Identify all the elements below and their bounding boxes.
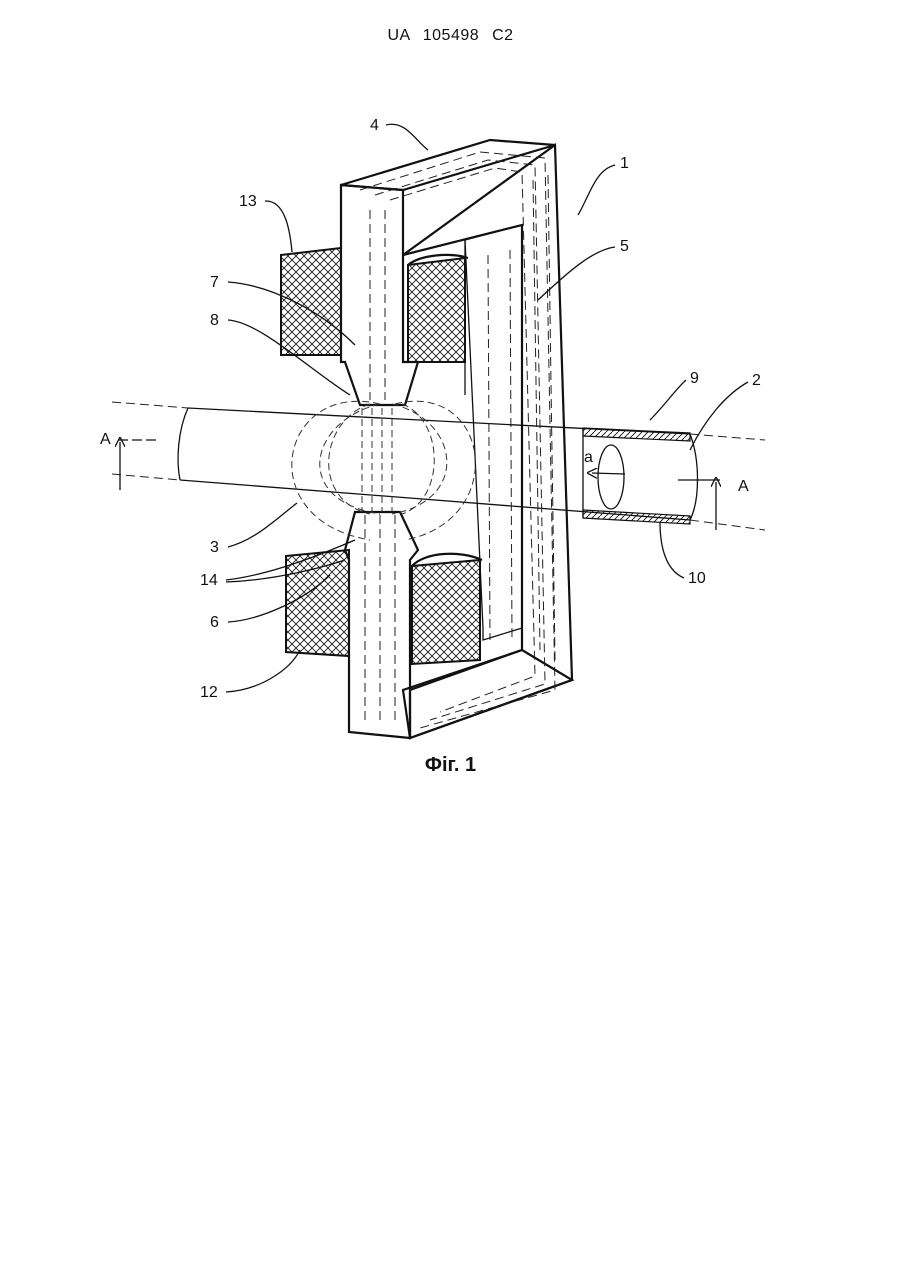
label-3: 3 [210,539,219,556]
section-marker-left: A [100,431,160,490]
label-10: 10 [688,570,706,587]
label-1: 1 [620,155,629,172]
section-a-left-label: A [100,431,111,448]
figure-caption: Фіг. 1 [0,754,901,777]
label-2: 2 [752,372,761,389]
section-a-right-label: A [738,478,749,495]
label-7: 7 [210,274,219,291]
label-4: 4 [370,117,379,134]
label-14: 14 [200,572,218,589]
label-9: 9 [690,370,699,387]
label-8: 8 [210,312,219,329]
label-12: 12 [200,684,218,701]
label-5: 5 [620,238,629,255]
lower-coil [286,550,482,664]
rod-workpiece [112,402,765,530]
label-6: 6 [210,614,219,631]
sleeve [583,428,690,524]
rotation-a-label: a [584,449,593,466]
label-13: 13 [239,193,257,210]
